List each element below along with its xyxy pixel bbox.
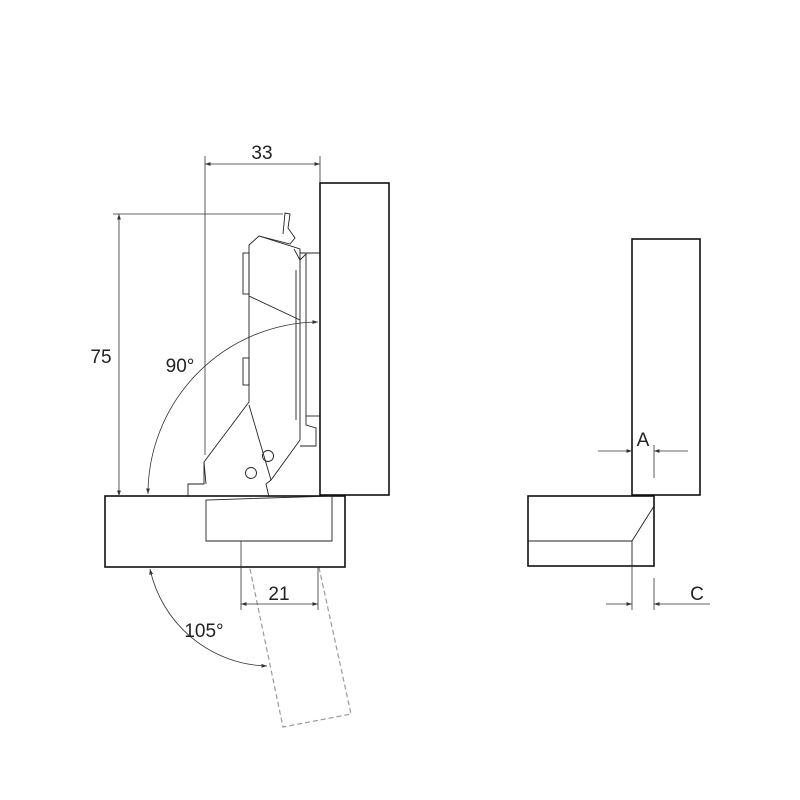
door-panel <box>104 495 346 568</box>
right-cabinet-panel <box>631 238 701 496</box>
label-c: C <box>690 584 704 605</box>
label-21: 21 <box>268 584 289 605</box>
label-a: A <box>637 430 650 451</box>
hinge-cup <box>205 495 333 542</box>
left-view: 33 75 90° 21 105° <box>90 143 390 728</box>
label-75: 75 <box>90 347 111 368</box>
hinge-body <box>187 212 320 498</box>
right-door-panel <box>527 495 655 567</box>
angle-105: 105° <box>149 568 268 668</box>
angle-90: 90° <box>146 320 319 495</box>
cabinet-side-panel <box>319 182 390 496</box>
label-90: 90° <box>166 356 195 377</box>
dimension-c: C <box>606 566 710 610</box>
dimension-a: A <box>598 430 688 478</box>
right-view: A C <box>527 238 710 610</box>
dimension-33: 33 <box>204 143 321 455</box>
label-33: 33 <box>251 143 272 164</box>
dimension-75: 75 <box>90 213 283 496</box>
label-105: 105° <box>184 621 223 642</box>
